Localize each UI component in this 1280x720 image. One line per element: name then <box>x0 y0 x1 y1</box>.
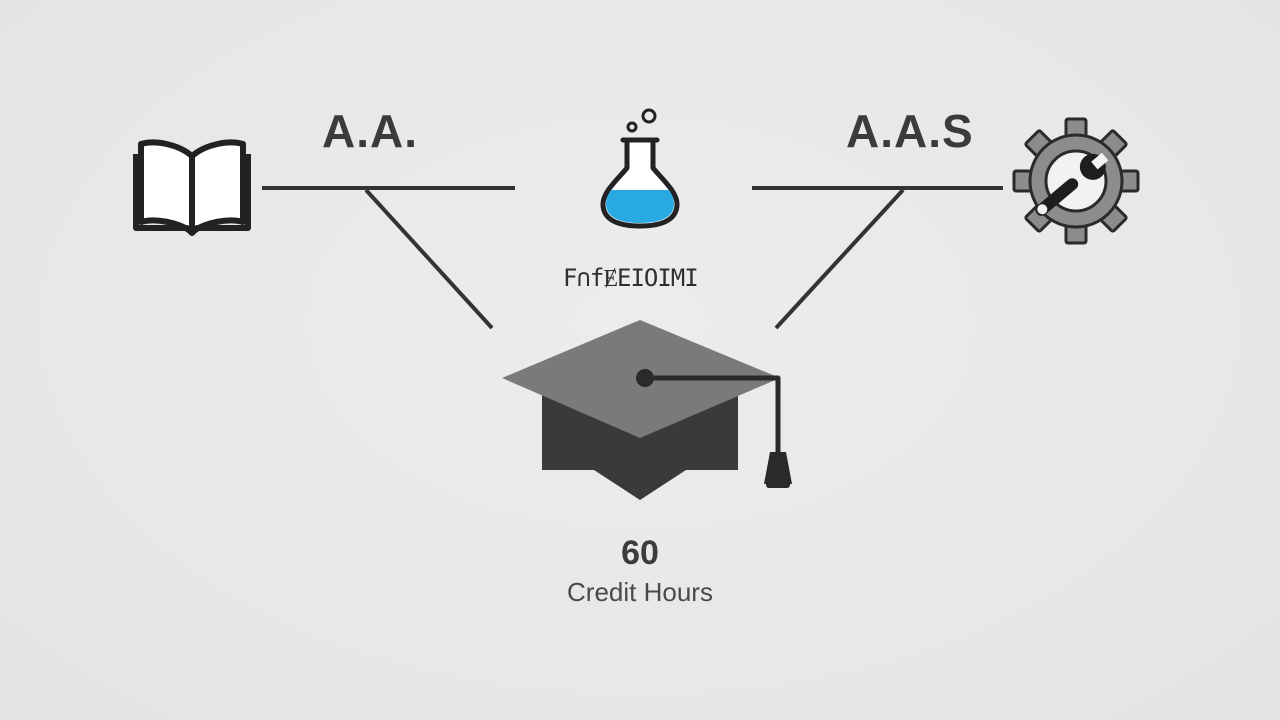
gear-wrench-icon <box>1012 117 1140 245</box>
open-book-icon <box>133 139 251 236</box>
credit-hours-caption: Credit Hours <box>567 577 713 607</box>
degree-label-aas: A.A.S <box>846 105 974 157</box>
right-diagonal-line <box>774 188 905 330</box>
flask-icon <box>600 108 680 229</box>
degree-label-middle: F∩fɆEIOIMI <box>563 264 699 292</box>
credit-hours-value: 60 <box>621 534 659 572</box>
degree-label-aa: A.A. <box>322 105 418 157</box>
graduation-cap-icon <box>502 320 792 500</box>
left-diagonal-line <box>364 188 494 330</box>
